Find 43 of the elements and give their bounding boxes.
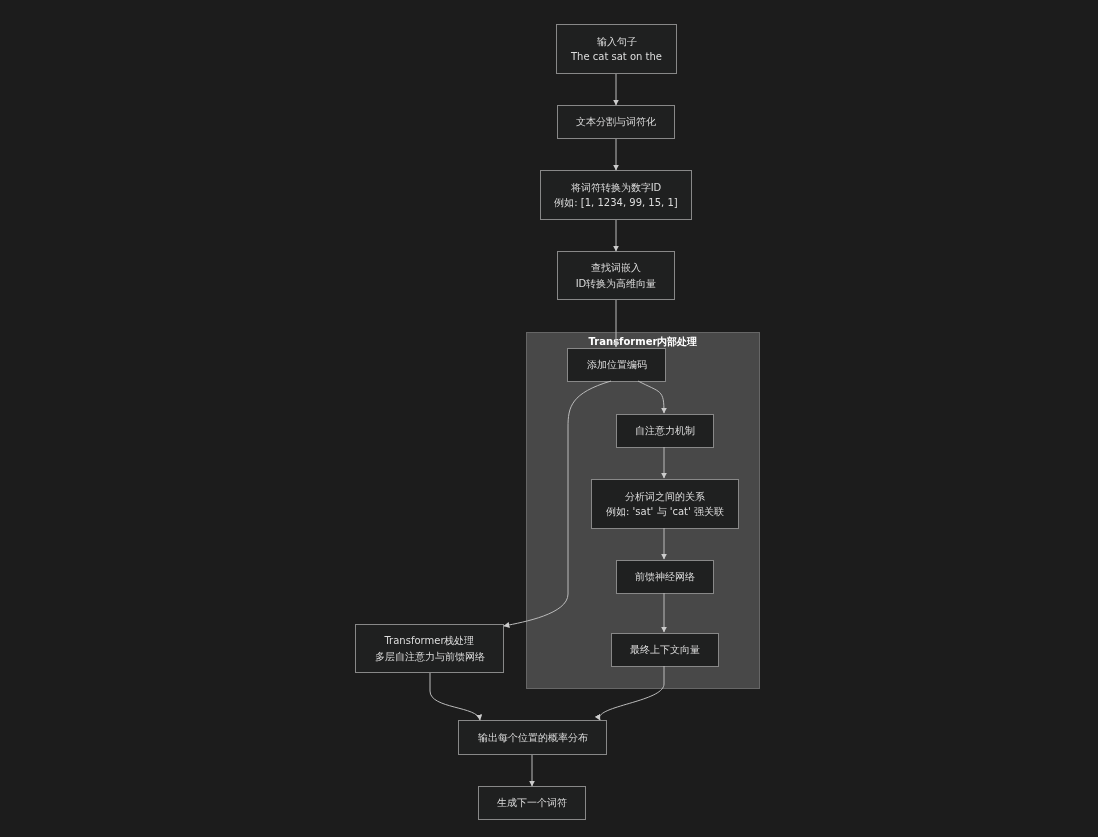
box-label: 文本分割与词符化 bbox=[576, 115, 656, 130]
arrow bbox=[503, 380, 612, 628]
box-label: 添加位置编码 bbox=[586, 358, 647, 373]
process-box bbox=[567, 348, 666, 382]
arrow bbox=[661, 446, 667, 479]
box-label: 例如: [1, 1234, 99, 15, 1] bbox=[554, 196, 678, 210]
box-label: 例如: 'sat' 与 'cat' 强关联 bbox=[606, 505, 724, 519]
arrow bbox=[529, 754, 535, 787]
box-label: ID转换为高维向量 bbox=[575, 276, 657, 291]
arrow bbox=[613, 299, 619, 348]
arrow bbox=[613, 73, 619, 106]
arrow bbox=[613, 138, 619, 171]
box-label: 分析词之间的关系 bbox=[625, 489, 705, 504]
process-box bbox=[557, 251, 675, 300]
box-label: 最终上下文向量 bbox=[630, 643, 700, 658]
process-box bbox=[355, 624, 504, 673]
box-label: 生成下一个词符 bbox=[497, 796, 567, 811]
process-box bbox=[458, 720, 607, 755]
box-label: 输出每个位置的概率分布 bbox=[477, 730, 588, 745]
box-label: 输入句子 bbox=[596, 34, 637, 49]
process-box bbox=[591, 479, 739, 529]
process-box bbox=[611, 633, 719, 667]
box-label: 自注意力机制 bbox=[635, 424, 695, 439]
arrow bbox=[429, 672, 481, 721]
box-label: 查找词嵌入 bbox=[591, 261, 641, 275]
box-label: 前馈神经网络 bbox=[635, 570, 695, 585]
process-box bbox=[557, 105, 675, 139]
box-label: 多层自注意力与前馈网络 bbox=[374, 649, 485, 664]
arrow bbox=[661, 592, 667, 633]
arrow bbox=[613, 219, 619, 252]
group-title: Transformer内部处理 bbox=[588, 335, 698, 349]
group-panel bbox=[526, 332, 760, 689]
box-label: Transformer栈处理 bbox=[384, 634, 475, 648]
arrow bbox=[637, 380, 667, 414]
arrow bbox=[661, 527, 667, 560]
arrow bbox=[596, 665, 665, 721]
process-box bbox=[540, 170, 692, 220]
process-box bbox=[556, 24, 677, 74]
process-box bbox=[478, 786, 586, 820]
box-label: 将词符转换为数字ID bbox=[570, 180, 662, 195]
process-box bbox=[616, 560, 714, 594]
box-label: The cat sat on the bbox=[571, 50, 662, 64]
process-box bbox=[616, 414, 714, 448]
